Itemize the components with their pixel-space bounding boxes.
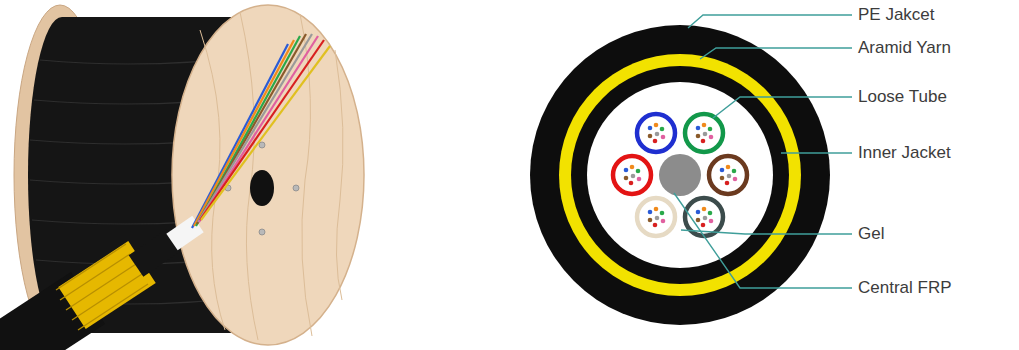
loose-tube <box>613 156 651 194</box>
part-label: Aramid Yarn <box>858 38 951 58</box>
part-label: Gel <box>858 224 884 244</box>
spindle-hole <box>250 170 274 206</box>
cable-reel <box>0 5 364 350</box>
loose-tubes <box>613 114 747 236</box>
cable-cross-section <box>530 25 830 325</box>
core-tape <box>172 224 198 242</box>
loose-tube <box>637 114 675 152</box>
part-label: PE Jakcet <box>858 5 935 25</box>
part-label: Inner Jacket <box>858 143 951 163</box>
fiber-dots <box>624 123 738 228</box>
central-frp <box>659 154 701 196</box>
leader-line <box>781 152 852 153</box>
leader-line <box>688 15 852 28</box>
leader-line <box>681 230 852 234</box>
inner-jacket <box>136 240 174 266</box>
loose-tube <box>709 156 747 194</box>
front-flange <box>172 5 364 345</box>
inner-jacket-ring <box>571 66 789 284</box>
loose-tube <box>637 198 675 236</box>
part-label: Central FRP <box>858 278 952 298</box>
loose-tube <box>685 114 723 152</box>
pe-jacket <box>530 25 830 325</box>
aramid-ring <box>559 54 801 296</box>
leader-lines <box>674 15 852 288</box>
optical-fibers <box>192 34 330 228</box>
part-label: Loose Tube <box>858 87 947 107</box>
leader-line <box>700 48 852 59</box>
gel-core <box>587 82 773 268</box>
leader-line <box>674 193 852 288</box>
leader-line <box>713 97 852 118</box>
